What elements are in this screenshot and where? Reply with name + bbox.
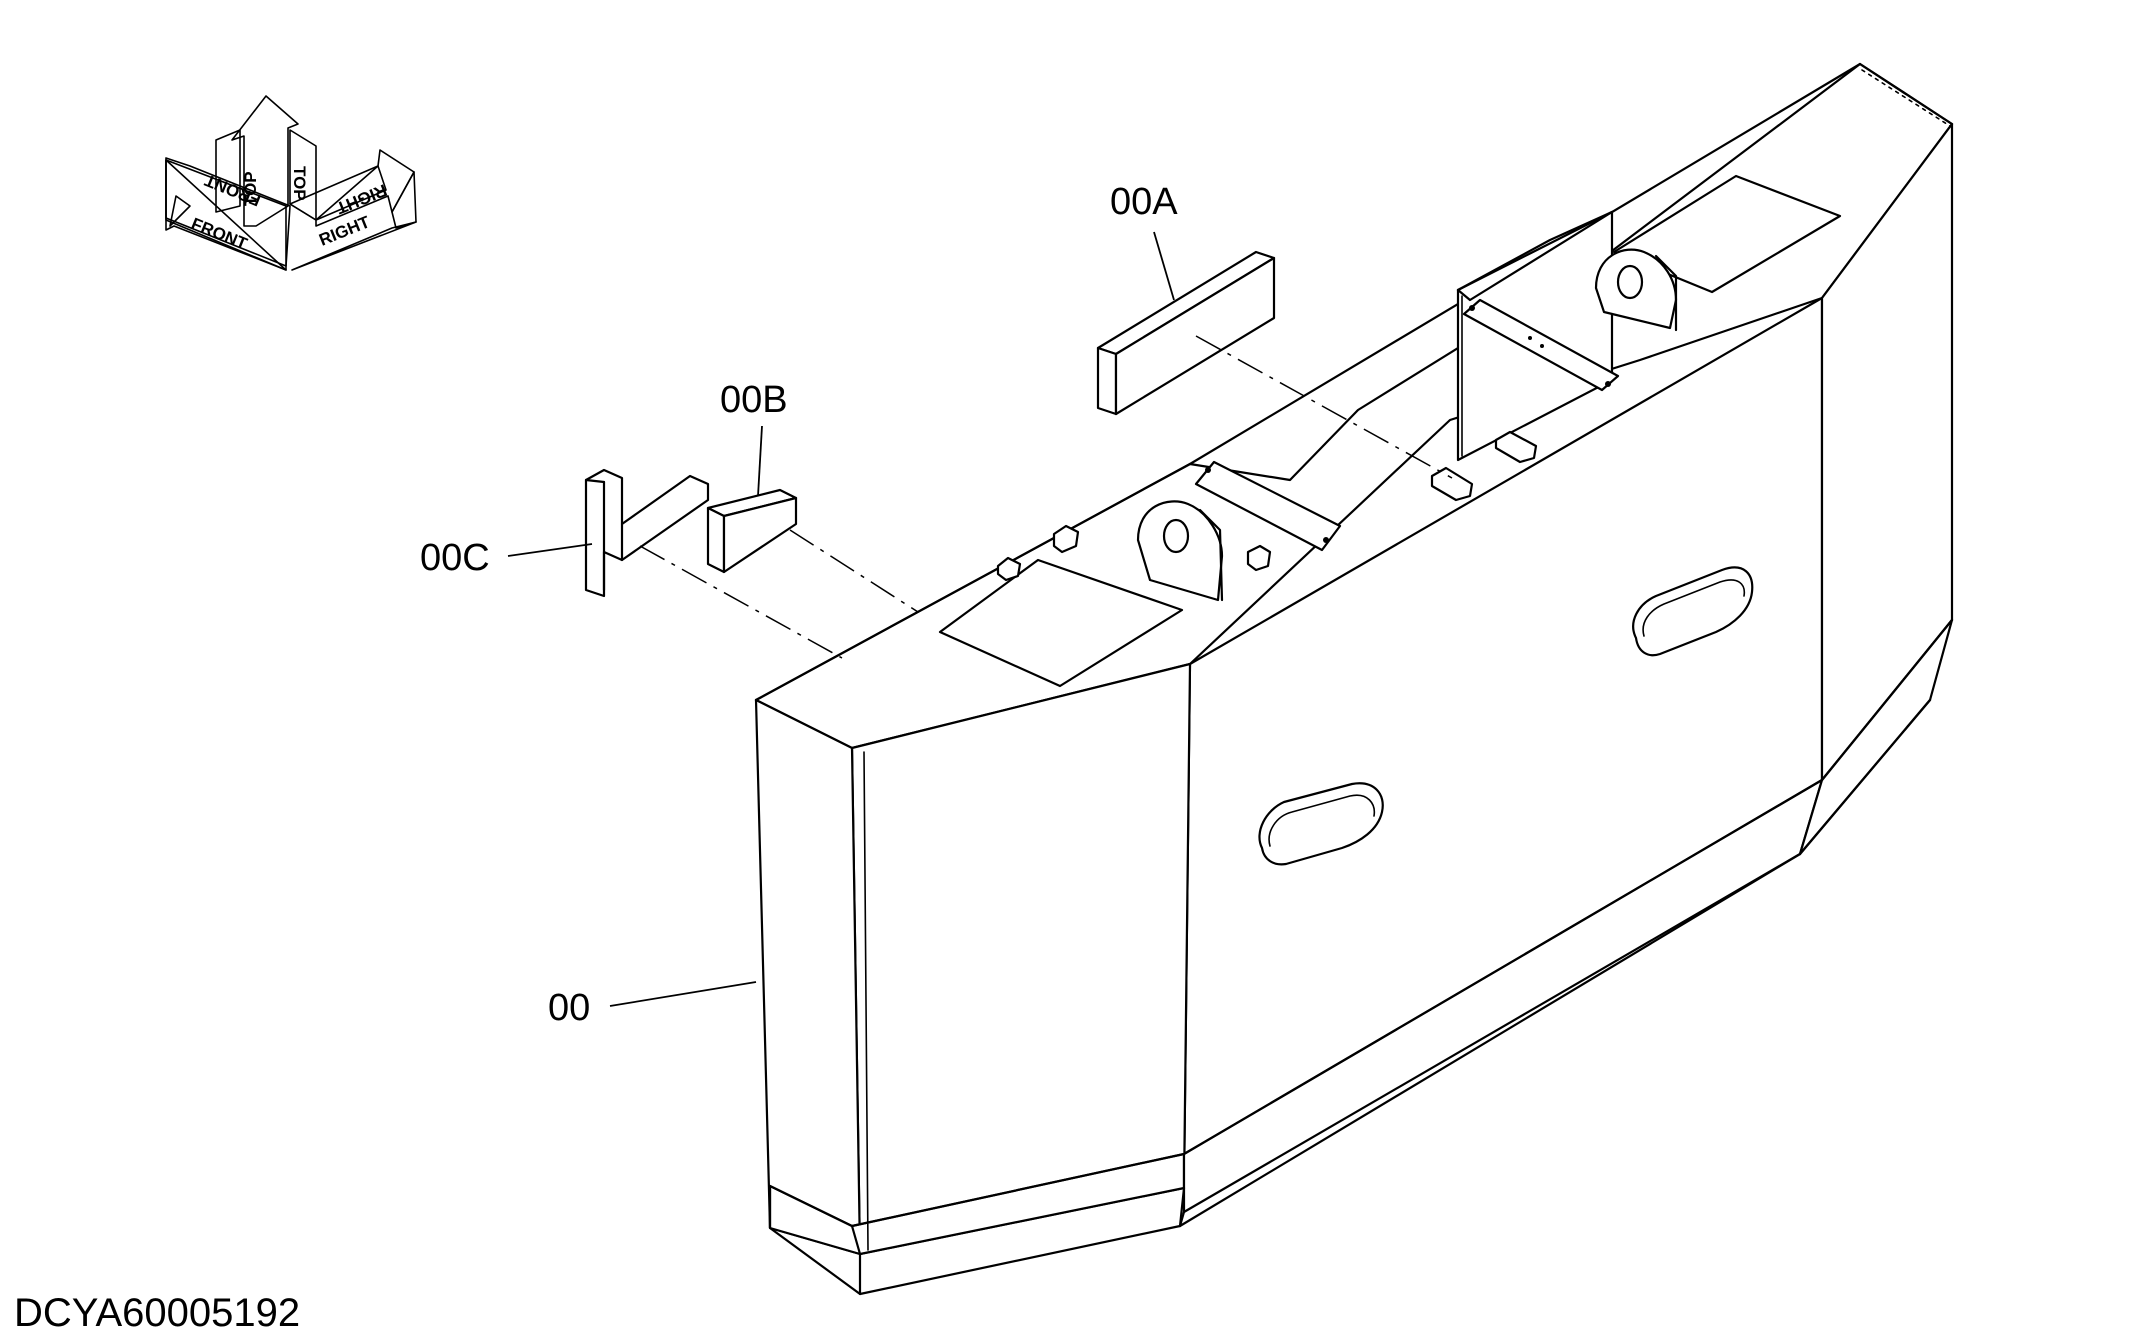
leader-00c: [507, 543, 593, 557]
lifting-eye-left: [1136, 500, 1224, 602]
plate-00c: [507, 468, 843, 659]
orientation-right-label-2: RIGHT: [333, 180, 390, 218]
hand-hole-front: [1258, 782, 1384, 866]
lifting-eye-right: [1594, 248, 1678, 332]
plate-00a: [1096, 231, 1453, 479]
label-00c: 00C: [420, 537, 490, 579]
hand-hole-side: [1632, 566, 1754, 657]
orientation-top-label: TOP: [241, 171, 260, 206]
counterweight-body: [754, 62, 1954, 1296]
orientation-top-label-2: TOP: [290, 166, 309, 201]
label-00b: 00B: [720, 379, 788, 421]
label-00a: 00A: [1110, 181, 1178, 223]
label-00: 00: [548, 987, 590, 1029]
leader-00: [609, 981, 757, 1007]
orientation-right-label: RIGHT: [316, 212, 373, 250]
assembly-line-00c: [639, 545, 843, 659]
leader-00a: [1153, 231, 1175, 301]
assembly-line-00b: [789, 529, 919, 613]
leader-00b: [757, 425, 763, 497]
drawing-code: DCYA60005192: [14, 1291, 300, 1335]
orientation-front-label: FRONT: [189, 214, 251, 254]
plate-00b: [706, 425, 919, 613]
orientation-indicator-icon: TOP TOP FRONT FRONT RIGHT RIGHT: [165, 95, 417, 271]
assembly-line-00a: [1195, 335, 1453, 479]
